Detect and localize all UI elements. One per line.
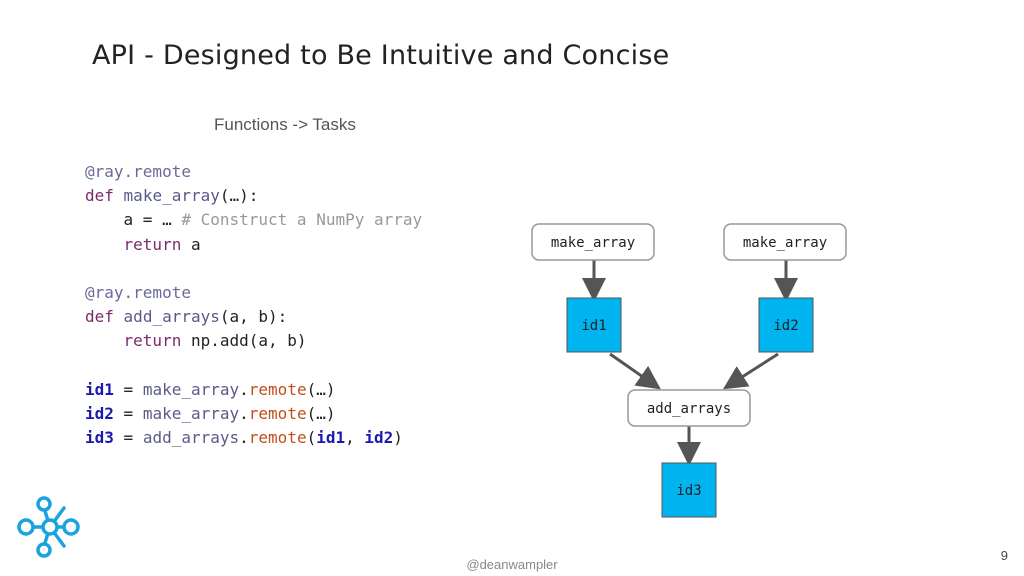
code-token: (…): bbox=[219, 186, 259, 206]
page-number: 9 bbox=[1000, 548, 1008, 563]
code-token: remote bbox=[248, 428, 307, 448]
code-token: def bbox=[85, 307, 114, 327]
code-token: make_array bbox=[123, 186, 220, 206]
code-line: def make_array(…): bbox=[85, 186, 258, 205]
slide-title: API - Designed to Be Intuitive and Conci… bbox=[92, 40, 670, 71]
edge-id2-to-add-arrays bbox=[722, 352, 779, 390]
code-token: @ray.remote bbox=[85, 162, 191, 181]
code-token: make_array bbox=[142, 379, 240, 399]
code-token: np.add(a, b) bbox=[181, 331, 307, 351]
code-line: id3 = add_arrays.remote(id1, id2) bbox=[85, 428, 403, 447]
code-token: id1 bbox=[316, 428, 346, 448]
code-line: id1 = make_array.remote(…) bbox=[85, 380, 335, 399]
code-line: def add_arrays(a, b): bbox=[85, 307, 287, 326]
code-token: id2 bbox=[364, 428, 394, 448]
code-line: return np.add(a, b) bbox=[85, 331, 307, 350]
code-token: id3 bbox=[85, 428, 114, 448]
code-line: a = … # Construct a NumPy array bbox=[85, 210, 423, 230]
code-token: id2 bbox=[85, 404, 114, 424]
code-token: id1 bbox=[85, 379, 114, 399]
edge-id1-to-add-arrays bbox=[609, 352, 661, 390]
code-token: remote bbox=[248, 379, 307, 399]
code-token: # Construct a NumPy array bbox=[181, 210, 423, 230]
code-line: return a bbox=[85, 235, 201, 254]
code-token: ( bbox=[306, 428, 317, 448]
code-token: . bbox=[239, 428, 249, 448]
footer-handle: @deanwampler bbox=[466, 557, 558, 572]
object-node-id1: id1 bbox=[566, 297, 622, 353]
code-token: (a, b): bbox=[219, 307, 288, 327]
task-label-make-array-1: make_array bbox=[551, 235, 635, 251]
code-token: a = … bbox=[85, 210, 182, 230]
code-token: @ray.remote bbox=[85, 283, 191, 303]
task-label-add-arrays: add_arrays bbox=[647, 401, 731, 417]
code-token: , bbox=[345, 428, 365, 448]
ray-logo-icon bbox=[17, 496, 80, 558]
code-token: make_array bbox=[142, 404, 240, 424]
task-node-make-array-2: make_array bbox=[723, 223, 847, 261]
code-line: id2 = make_array.remote(…) bbox=[85, 404, 335, 423]
code-token: = bbox=[113, 404, 143, 424]
code-token: add_arrays bbox=[123, 307, 220, 327]
task-label-make-array-2: make_array bbox=[743, 235, 827, 251]
code-line: @ray.remote bbox=[85, 162, 191, 181]
object-node-id3: id3 bbox=[661, 462, 717, 518]
code-block: @ray.remote def make_array(…): a = … # C… bbox=[85, 160, 422, 450]
code-token: def bbox=[85, 186, 114, 206]
code-token: add_arrays bbox=[142, 428, 240, 448]
object-label-id1: id1 bbox=[581, 318, 606, 334]
code-token: (…) bbox=[306, 379, 336, 399]
code-token: return bbox=[123, 331, 182, 351]
code-token: return bbox=[123, 234, 182, 254]
code-token: . bbox=[239, 379, 249, 399]
object-node-id2: id2 bbox=[758, 297, 814, 353]
code-token: ) bbox=[393, 428, 403, 448]
task-node-make-array-1: make_array bbox=[531, 223, 655, 261]
code-token: = bbox=[113, 379, 143, 399]
code-heading: Functions -> Tasks bbox=[214, 115, 356, 134]
code-token: . bbox=[239, 404, 249, 424]
object-label-id2: id2 bbox=[773, 318, 798, 334]
code-token: = bbox=[113, 428, 143, 448]
task-node-add-arrays: add_arrays bbox=[627, 389, 751, 427]
object-label-id3: id3 bbox=[676, 483, 701, 499]
code-token: (…) bbox=[306, 404, 336, 424]
code-token: remote bbox=[248, 404, 307, 424]
code-line: @ray.remote bbox=[85, 283, 191, 302]
code-token: a bbox=[181, 234, 201, 254]
